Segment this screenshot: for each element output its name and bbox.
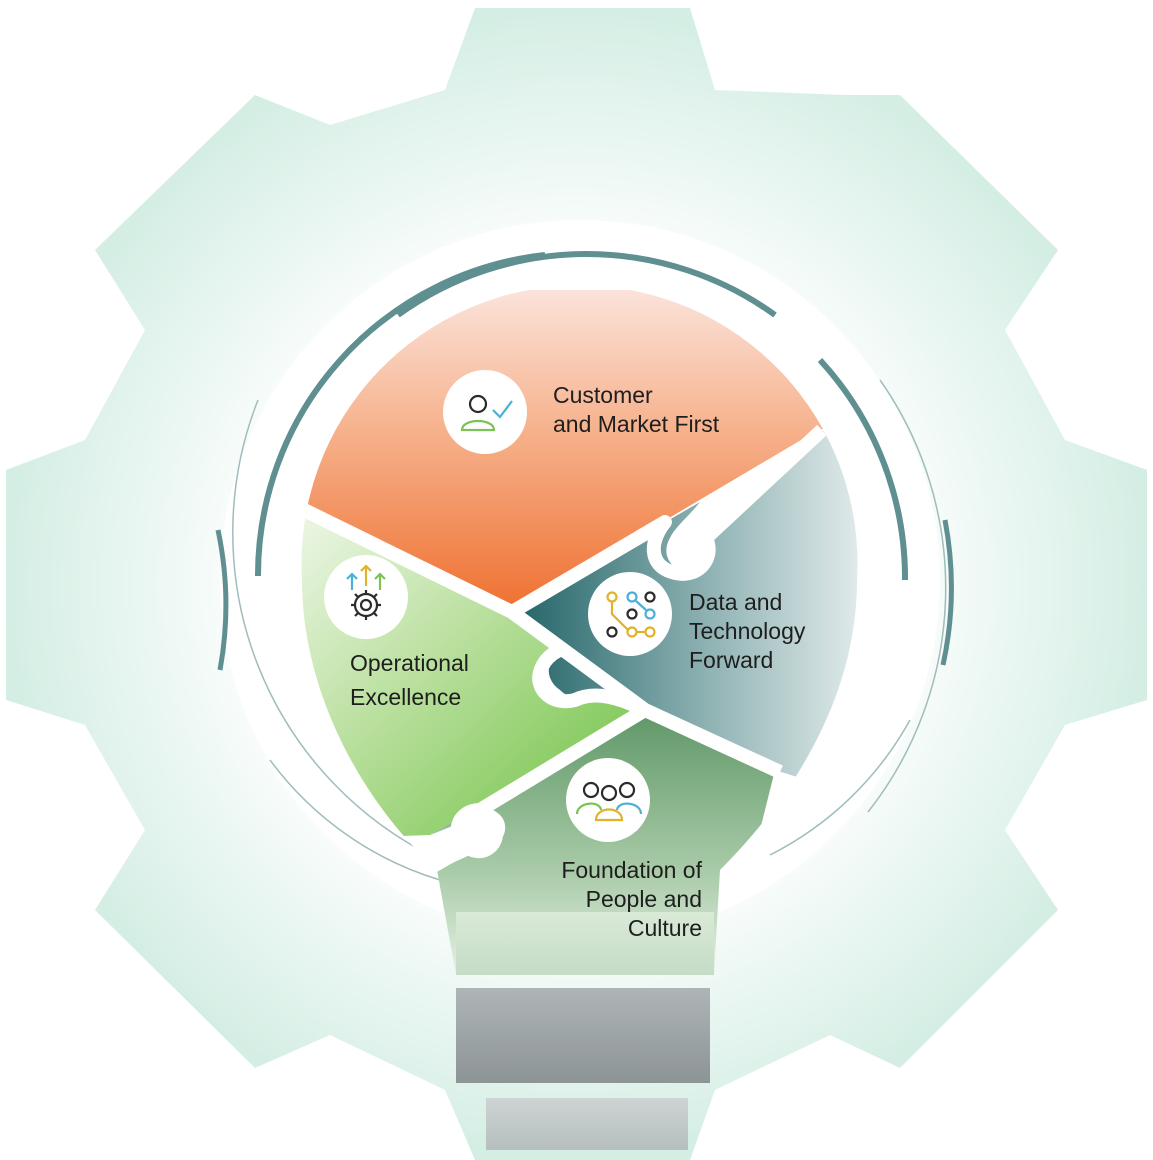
bulb-base-upper: [456, 988, 710, 1083]
data-icon-badge: [588, 572, 672, 656]
data-segment: [510, 430, 858, 800]
customer-segment: [301, 290, 858, 612]
customer-icon-badge: [443, 370, 527, 454]
operational-icon-badge: [324, 555, 408, 639]
outer-ring-arcs: [215, 251, 954, 671]
person-check-icon: [460, 394, 513, 432]
bulb-base-lower: [486, 1098, 688, 1150]
network-nodes-icon: [606, 591, 656, 638]
operational-pillar-label: Operational Excellence: [350, 650, 469, 710]
gear-arrows-icon: [346, 564, 386, 620]
data-pillar-label: Data and Technology Forward: [689, 589, 806, 673]
bulb-neck: [456, 912, 714, 975]
people-pillar-label: Foundation of People and Culture: [561, 857, 702, 941]
people-group-icon: [575, 781, 643, 822]
customer-pillar-label: Customer and Market First: [553, 382, 720, 437]
people-icon-badge: [566, 758, 650, 842]
